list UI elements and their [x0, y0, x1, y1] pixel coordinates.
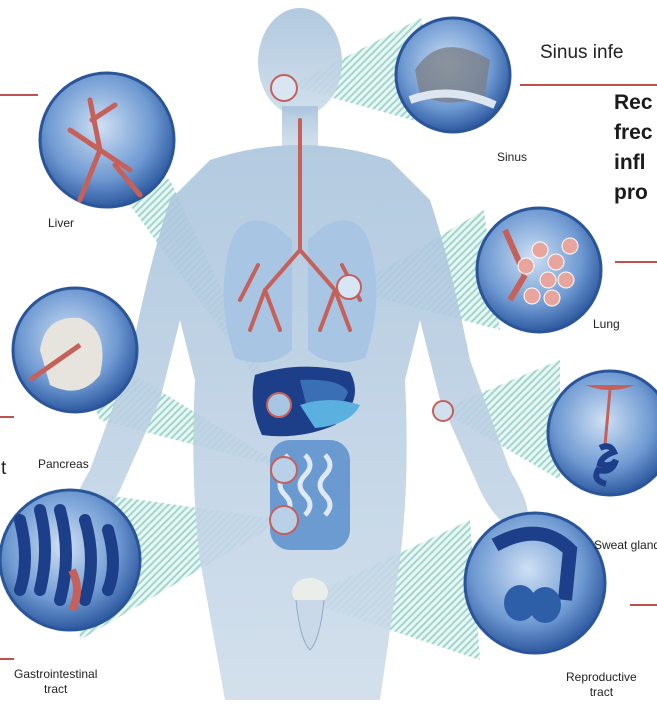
callout-line-pancreas	[0, 416, 14, 418]
detail-circle-sinus	[396, 18, 510, 132]
label-pancreas: Pancreas	[38, 457, 89, 471]
callout-line-lung	[615, 261, 657, 263]
overlay-bold-text: Rec frec infl pro	[614, 88, 653, 208]
overlay-line-2: frec	[614, 118, 653, 148]
detail-circle-reproductive	[465, 513, 605, 653]
callout-line-liver	[0, 94, 38, 96]
detail-circle-liver	[40, 73, 174, 207]
detail-circle-gi-tract	[0, 490, 140, 630]
label-sinus: Sinus	[497, 150, 527, 164]
detail-circle-sweat-gland	[548, 371, 657, 495]
overlay-line-4: pro	[614, 178, 653, 208]
label-reproductive-tract: Reproductive tract	[566, 670, 637, 700]
label-liver: Liver	[48, 216, 74, 230]
callout-line-gi	[0, 658, 14, 660]
label-sweat-gland: Sweat gland	[594, 538, 657, 552]
label-lung: Lung	[593, 317, 620, 331]
overlay-line-1: Rec	[614, 88, 653, 118]
label-gi-tract: Gastrointestinal tract	[14, 667, 97, 697]
text-fragment: t	[1, 458, 6, 480]
overlay-line-3: infl	[614, 148, 653, 178]
detail-circle-pancreas	[13, 288, 137, 412]
sinus-infection-text: Sinus infe	[540, 42, 623, 64]
callout-line-sinus	[520, 84, 657, 86]
callout-line-repro	[630, 604, 657, 606]
detail-circle-lung	[477, 208, 601, 332]
